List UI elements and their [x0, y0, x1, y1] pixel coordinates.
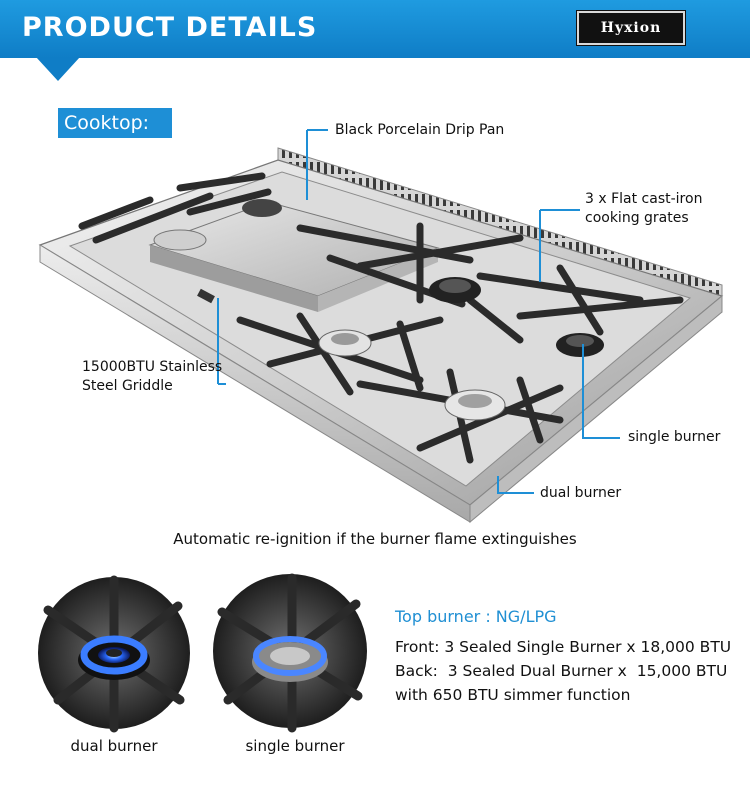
- section-tag: Cooktop:: [58, 108, 172, 138]
- reignition-caption: Automatic re-ignition if the burner flam…: [173, 530, 577, 548]
- dual-burner-closeup: [38, 575, 190, 733]
- callout-single-burner: single burner: [628, 429, 721, 445]
- page-title: PRODUCT DETAILS: [22, 12, 318, 43]
- callout-griddle-line1: 15000BTU Stainless: [82, 359, 223, 375]
- callout-grates-line2: cooking grates: [585, 210, 689, 226]
- spec-front: Front: 3 Sealed Single Burner x 18,000 B…: [395, 638, 732, 656]
- banner-notch: [36, 57, 80, 81]
- callout-grates-line1: 3 x Flat cast-iron: [585, 191, 703, 207]
- single-burner-closeup: [213, 573, 367, 733]
- closeup-label-single: single burner: [245, 737, 345, 755]
- spec-simmer: with 650 BTU simmer function: [395, 686, 631, 704]
- closeup-label-dual: dual burner: [70, 737, 158, 755]
- callout-dual-burner: dual burner: [540, 485, 622, 501]
- spec-back: Back: 3 Sealed Dual Burner x 15,000 BTU: [395, 662, 728, 680]
- callout-griddle-line2: Steel Griddle: [82, 378, 173, 394]
- brand-logo: Hyxion: [577, 11, 685, 45]
- specs-title: Top burner : NG/LPG: [395, 607, 557, 626]
- callout-drip-pan: Black Porcelain Drip Pan: [335, 122, 505, 138]
